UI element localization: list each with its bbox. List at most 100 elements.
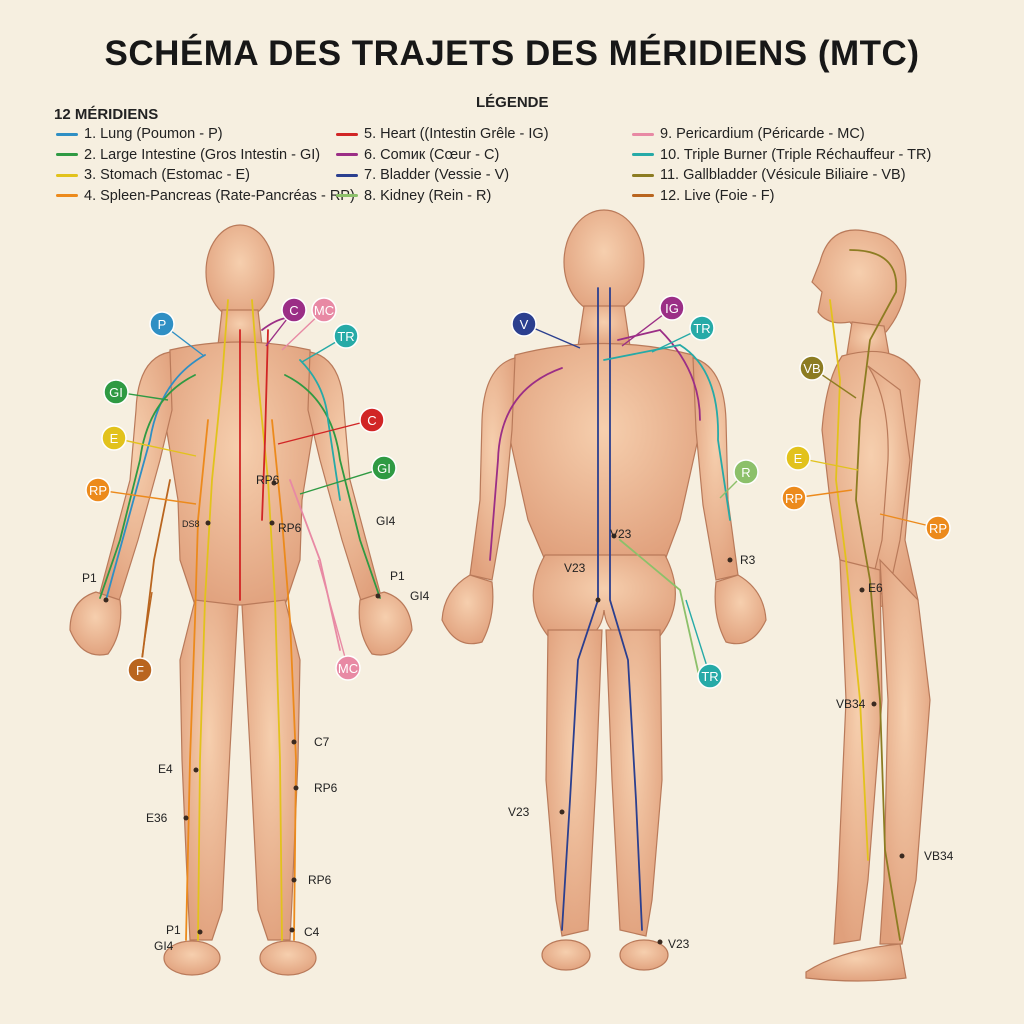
point-dot bbox=[197, 929, 203, 935]
point-dot bbox=[293, 785, 299, 791]
legend-label: 6. Comик (Cœur - C) bbox=[364, 146, 500, 163]
callout-leader bbox=[97, 489, 197, 505]
point-label-gi4-foot: GI4 bbox=[154, 939, 174, 953]
point-label-v23-spine: V23 bbox=[610, 527, 632, 541]
legend-label: 4. Spleen-Pancreas (Rate-Pancréas - RP) bbox=[84, 187, 355, 204]
callout-leader bbox=[113, 437, 197, 457]
meridian-badge bbox=[689, 315, 715, 341]
legend-label: 9. Pericardium (Péricarde - MC) bbox=[660, 126, 865, 143]
point-label-v23-hip: V23 bbox=[564, 561, 586, 575]
back-arm-right bbox=[692, 357, 739, 581]
meridian-badge bbox=[371, 455, 397, 481]
line-bladder-back-2 bbox=[609, 287, 643, 931]
point-label-p1-foot: P1 bbox=[166, 923, 181, 937]
meridian-badge-label: C bbox=[289, 303, 298, 318]
point-label-c7: C7 bbox=[314, 735, 330, 749]
point-label-v23-calf: V23 bbox=[508, 805, 530, 819]
point-label-rp6-knee: RP6 bbox=[314, 781, 338, 795]
point-dot bbox=[103, 597, 109, 603]
line-stomach-right bbox=[251, 299, 283, 941]
page-title: SCHÉMA DES TRAJETS DES MÉRIDIENS (MTC) bbox=[104, 34, 920, 73]
meridian-lines bbox=[99, 249, 901, 941]
legend-label: 2. Large Intestine (Gros Intestin - GI) bbox=[84, 146, 321, 163]
side-body bbox=[805, 229, 931, 982]
legend-label: 5. Heart ((Intestin Grêle - IG) bbox=[364, 126, 549, 143]
point-dot bbox=[205, 520, 211, 526]
meridian-badge bbox=[785, 445, 811, 471]
front-foot-right bbox=[259, 940, 317, 976]
meridian-badge-label: TR bbox=[701, 669, 718, 684]
meridian-badge bbox=[311, 297, 337, 323]
legend-item-spleen-pancreas: 4. Spleen-Pancreas (Rate-Pancréas - RP) bbox=[56, 186, 355, 207]
point-dot bbox=[271, 480, 277, 486]
point-label-gi4-arm: GI4 bbox=[376, 514, 396, 528]
meridian-badge-label: VB bbox=[803, 361, 820, 376]
legend-item-bladder: 7. Bladder (Vessie - V) bbox=[336, 165, 549, 186]
meridian-badge-label: MC bbox=[314, 303, 334, 318]
line-triple-burner-back bbox=[603, 344, 731, 521]
point-label-gi4-hand: GI4 bbox=[410, 589, 430, 603]
point-label-e6: E6 bbox=[868, 581, 883, 595]
side-arm bbox=[867, 365, 911, 597]
legend-item-pericardium: 9. Pericardium (Péricarde - MC) bbox=[632, 124, 931, 145]
legend-swatch bbox=[336, 173, 358, 177]
meridian-badge-label: MC bbox=[338, 661, 358, 676]
meridian-badge bbox=[925, 515, 951, 541]
legend-heading-meridians: 12 MÉRIDIENS bbox=[54, 106, 159, 123]
point-dot bbox=[559, 809, 565, 815]
legend-column-2: 5. Heart ((Intestin Grêle - IG) 6. Comик… bbox=[336, 124, 549, 206]
meridian-badge-label: IG bbox=[665, 301, 679, 316]
line-small-intestine-back bbox=[617, 329, 701, 421]
side-foot bbox=[805, 943, 907, 982]
line-bladder-back-1 bbox=[561, 287, 599, 931]
meridian-badge-label: E bbox=[794, 451, 803, 466]
point-label-rp6-shin: RP6 bbox=[308, 873, 332, 887]
legend-swatch bbox=[336, 153, 358, 157]
point-label-p1-left: P1 bbox=[82, 571, 97, 585]
front-hand-left bbox=[69, 591, 122, 656]
callout-leader bbox=[317, 559, 349, 669]
back-arm-left bbox=[469, 357, 516, 581]
legend-swatch bbox=[336, 132, 358, 136]
point-dot bbox=[183, 815, 189, 821]
meridian-badge-label: RP bbox=[785, 491, 803, 506]
meridian-badge bbox=[733, 459, 759, 485]
point-dot bbox=[595, 597, 601, 603]
legend-swatch bbox=[56, 173, 78, 177]
point-dot bbox=[269, 520, 275, 526]
meridian-badge bbox=[697, 663, 723, 689]
point-dot bbox=[859, 587, 865, 593]
line-heart-front bbox=[261, 329, 269, 521]
point-label-p1-right: P1 bbox=[390, 569, 405, 583]
legend-item-small-intestine: 6. Comик (Cœur - C) bbox=[336, 145, 549, 166]
meridian-badge bbox=[335, 655, 361, 681]
legend-swatch bbox=[632, 132, 654, 136]
legend-heading: LÉGENDE bbox=[476, 94, 549, 111]
legend-column-3: 9. Pericardium (Péricarde - MC) 10. Trip… bbox=[632, 124, 931, 206]
meridian-badge bbox=[511, 311, 537, 337]
meridian-badge-label: F bbox=[136, 663, 144, 678]
front-body bbox=[69, 224, 413, 976]
point-dot bbox=[611, 533, 617, 539]
point-label-v23-heel: V23 bbox=[668, 937, 690, 951]
back-foot-left bbox=[541, 939, 591, 971]
back-buttocks bbox=[532, 554, 676, 641]
line-arm-back-left bbox=[489, 367, 563, 561]
point-markers bbox=[103, 480, 905, 945]
legend-item-liver: 12. Live (Foie - F) bbox=[632, 186, 931, 207]
meridian-badge bbox=[103, 379, 129, 405]
line-large-intestine-left bbox=[99, 374, 196, 599]
point-dot bbox=[193, 767, 199, 773]
point-dot bbox=[291, 877, 297, 883]
legend-label: 7. Bladder (Vessie - V) bbox=[364, 167, 510, 184]
legend-label: 1. Lung (Poumon - P) bbox=[84, 126, 223, 143]
line-spleen-right bbox=[271, 419, 297, 941]
legend-swatch bbox=[632, 194, 654, 198]
legend-item-large-intestine: 2. Large Intestine (Gros Intestin - GI) bbox=[56, 145, 355, 166]
meridian-badge bbox=[359, 407, 385, 433]
back-leg-left bbox=[545, 629, 603, 937]
point-label-vb34-ankle: VB34 bbox=[924, 849, 954, 863]
callout-leader bbox=[685, 599, 711, 677]
